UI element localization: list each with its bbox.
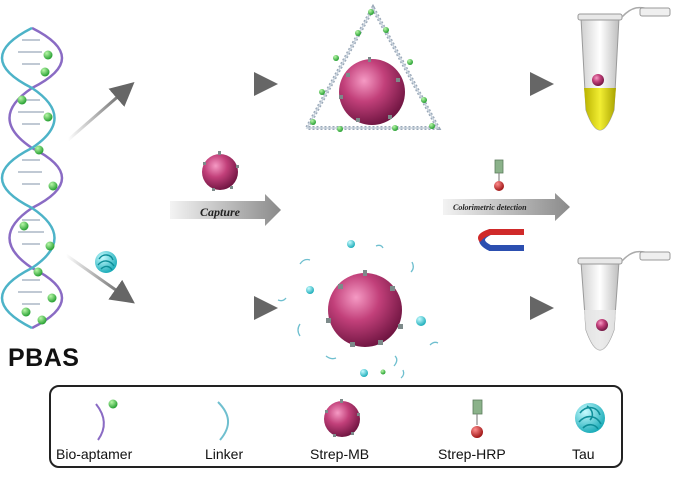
magnet-icon [478,229,524,251]
capture-label: Capture [200,205,241,219]
capture-arrow [170,194,281,226]
legend-label-linker: Linker [205,446,244,462]
arrow-dna-upper [67,82,135,142]
strep-mb-bead [202,151,239,191]
strep-hrp-icon-mid [494,159,504,191]
bead-linker-tau-complex [277,240,439,379]
legend-label-strep-mb: Strep-MB [310,446,370,462]
tau-icon [575,403,605,433]
legend-label-strep-hrp: Strep-HRP [438,446,506,462]
colorimetric-detection-label: Colorimetric detection [453,203,527,212]
linker-icon [217,401,229,441]
diagram-title: PBAS [8,344,80,372]
arrow-dna-lower [65,253,135,304]
bio-aptamer-icon [95,399,118,441]
legend-label-tau: Tau [572,446,595,462]
dna-helix [0,26,64,330]
tetrahedral-dna-bead-complex [303,3,442,132]
colorimetric-arrow [443,193,570,221]
tube-positive [577,6,671,131]
legend-box [49,385,623,468]
strep-hrp-icon [471,399,483,438]
strep-mb-icon [324,399,360,437]
tube-negative [577,250,671,351]
legend-label-bio-aptamer: Bio-aptamer [56,446,133,462]
tau-protein-icon [95,251,117,273]
